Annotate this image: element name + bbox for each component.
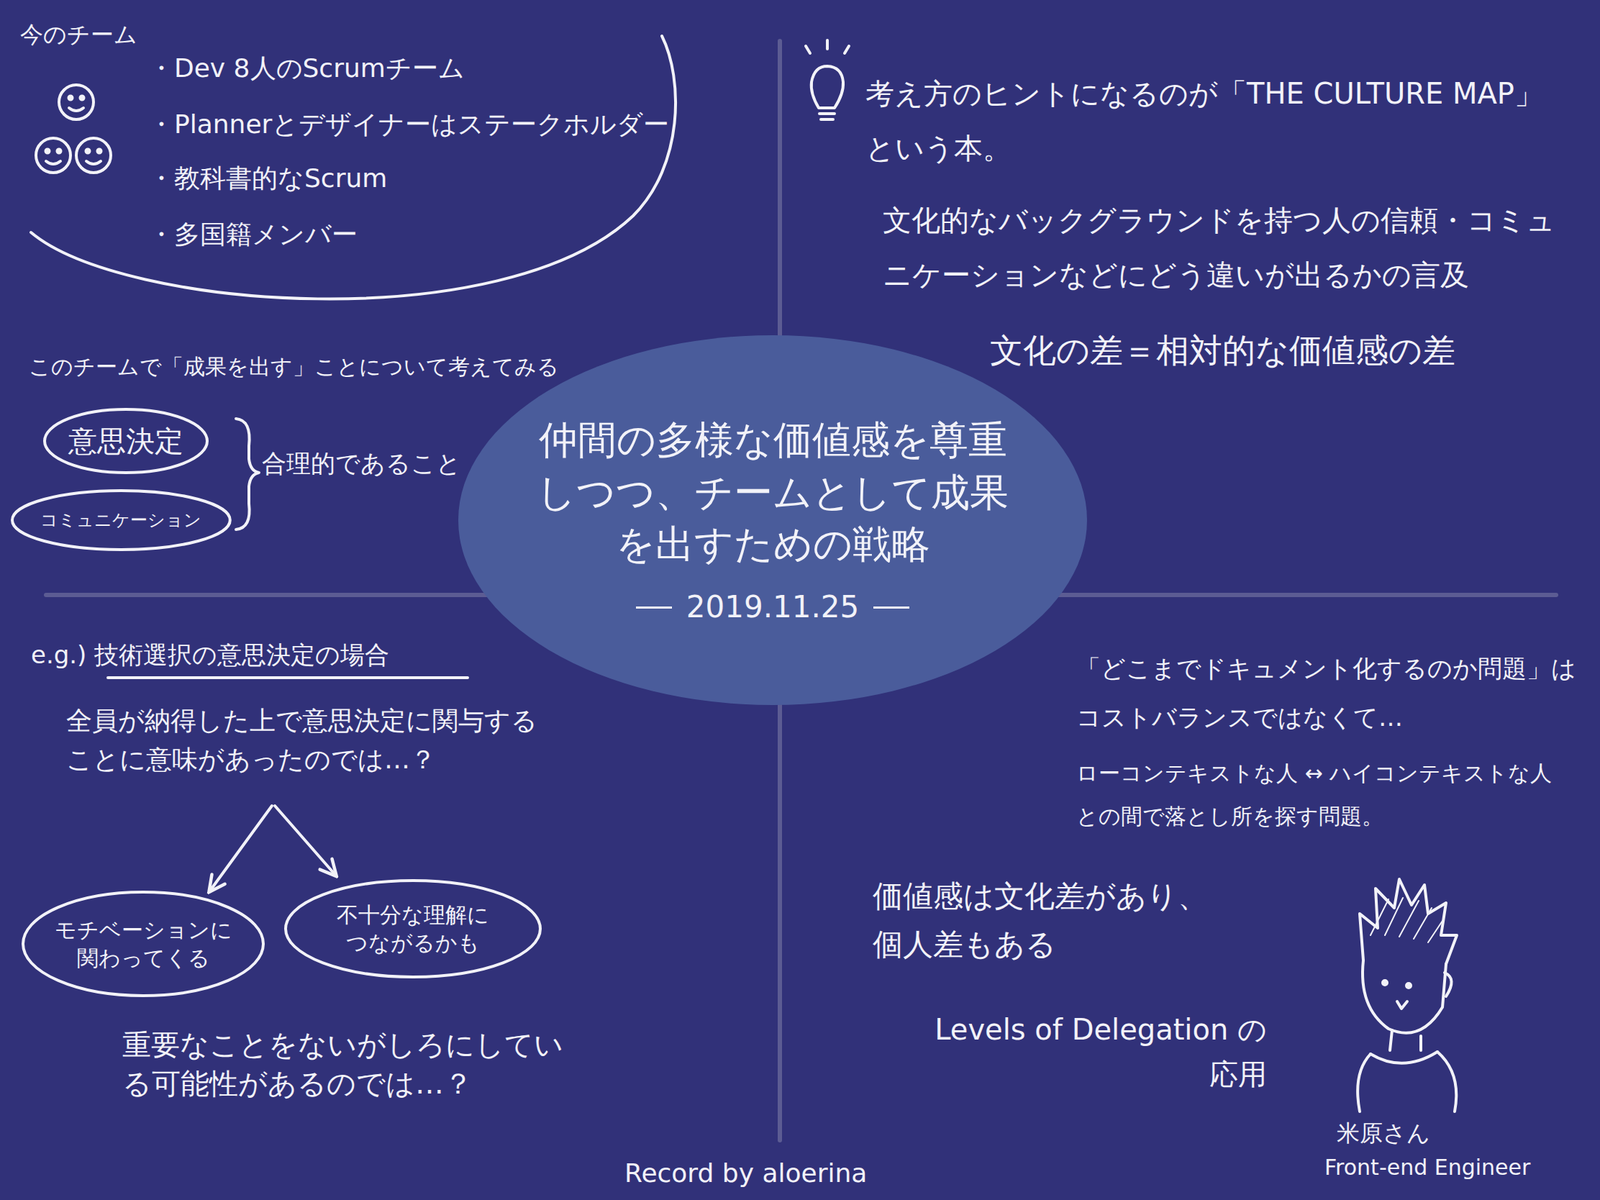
curly-brace: [235, 418, 259, 530]
face-smile: [69, 107, 84, 111]
topic-ellipse: 意思決定: [42, 407, 210, 475]
key-statement: 文化の差＝相対的な価値感の差: [989, 329, 1456, 373]
bulb-base: [820, 117, 834, 121]
eye: [1382, 980, 1388, 985]
face-outline: [1362, 960, 1447, 1034]
dash-line: [635, 606, 672, 609]
ellipse-outline: [283, 878, 543, 980]
face: [58, 84, 94, 120]
bullet-item: ・Plannerとデザイナーはステークホルダー: [148, 107, 670, 142]
effect-text: モチベーションに関わってくる: [53, 915, 234, 972]
note-text: 全員が納得した上で意思決定に関与することに意味があったのでは…？: [66, 701, 556, 780]
ellipse-shape: [285, 880, 541, 977]
dash-line: [873, 606, 910, 609]
note-text: 価値感は文化差があり、個人差もある: [872, 871, 1211, 969]
collar: [1370, 1051, 1438, 1064]
node-content: 仲間の多様な価値感を尊重しつつ、チームとして成果を出すための戦略 2019.11.…: [528, 414, 1018, 626]
speaker-role: Front-end Engineer: [1324, 1153, 1531, 1182]
date-row: 2019.11.25: [635, 589, 910, 626]
team-bracket-arc: [30, 35, 676, 299]
node-content: 不十分な理解につながるかも: [333, 900, 493, 957]
credit-text: Record by aloerina: [624, 1156, 867, 1191]
spiky-hair: [1359, 879, 1457, 965]
face: [35, 138, 71, 173]
node-content: コミュニケーション: [40, 510, 202, 531]
effect-ellipse: モチベーションに関わってくる: [20, 889, 266, 998]
ellipse-shape: [44, 409, 208, 473]
bullet-item: ・教科書的なScrum: [148, 161, 388, 196]
theme-ellipse: 仲間の多様な価値感を尊重しつつ、チームとして成果を出すための戦略 2019.11.…: [456, 333, 1090, 708]
note-text: Levels of Delegation の応用: [928, 1007, 1267, 1097]
bulb-glass: [811, 66, 844, 108]
face-eye: [80, 96, 85, 100]
note-text: ローコンテキストな人 ↔ ハイコンテキストな人 との間で落とし所を探す問題。: [1076, 751, 1580, 839]
face-eye: [46, 149, 50, 154]
face-eye: [97, 149, 102, 154]
date-text: 2019.11.25: [686, 589, 859, 626]
lightbulb-icon: [805, 40, 849, 120]
ellipse-shape: [23, 892, 264, 996]
neck: [1389, 1030, 1393, 1051]
face-smile: [86, 161, 101, 165]
speaker-name: 米原さん: [1336, 1118, 1431, 1149]
effect-text: 不十分な理解につながるかも: [333, 900, 493, 957]
ellipse-shape: [458, 335, 1088, 706]
note-text: 考え方のヒントになるのが「THE CULTURE MAP」という本。: [865, 66, 1557, 176]
branch-arrow: [274, 805, 336, 875]
face-eye: [69, 96, 73, 100]
ear: [1444, 972, 1452, 997]
section-heading: 今のチーム: [20, 20, 138, 51]
bullet-item: ・多国籍メンバー: [148, 217, 358, 252]
bullet-item: ・Dev 8人のScrumチーム: [148, 51, 465, 86]
shoulder: [1357, 1053, 1371, 1112]
shoulder: [1437, 1051, 1457, 1112]
bulb-ray: [805, 46, 811, 54]
bulb-ray: [825, 40, 829, 49]
node-content: モチベーションに関わってくる: [53, 915, 234, 972]
bulb-base: [819, 112, 835, 116]
note-text: 文化的なバックグラウンドを持つ人の信頼・コミュニケーションなどにどう違いが出るか…: [882, 192, 1559, 303]
face-eye: [86, 149, 90, 154]
face-eye: [57, 149, 62, 154]
branch-arrow: [210, 805, 272, 891]
team-faces: [35, 84, 111, 173]
note-text: 合理的であること: [261, 447, 462, 480]
theme-title: 仲間の多様な価値感を尊重しつつ、チームとして成果を出すための戦略: [528, 414, 1018, 571]
topic-ellipse: コミュニケーション: [10, 488, 233, 552]
face-smile: [46, 161, 61, 165]
neck: [1419, 1035, 1423, 1051]
hair-hatching: [1370, 897, 1443, 943]
ellipse-outline: [456, 333, 1090, 708]
speaker-portrait: [1357, 879, 1457, 1112]
ellipse-shape: [12, 490, 231, 550]
face: [76, 138, 111, 173]
effect-ellipse: 不十分な理解につながるかも: [283, 878, 543, 980]
eye: [1406, 983, 1411, 988]
section-heading: e.g.) 技術選択の意思決定の場合: [30, 638, 390, 671]
node-content: 意思決定: [68, 423, 184, 459]
heading-underline: [107, 676, 468, 680]
bulb-ray: [844, 46, 849, 54]
topic-text: 意思決定: [68, 423, 184, 459]
ink-drawings: [30, 35, 1457, 1112]
mouth: [1397, 1001, 1408, 1009]
note-text: 重要なことをないがしろにしている可能性があるのでは…？: [122, 1025, 590, 1103]
topic-text: コミュニケーション: [40, 510, 202, 531]
note-text: 「どこまでドキュメント化するのか問題」はコストバランスではなくて…: [1076, 643, 1580, 742]
section-heading: このチームで「成果を出す」ことについて考えてみる: [28, 352, 559, 381]
ellipse-outline: [20, 889, 266, 998]
